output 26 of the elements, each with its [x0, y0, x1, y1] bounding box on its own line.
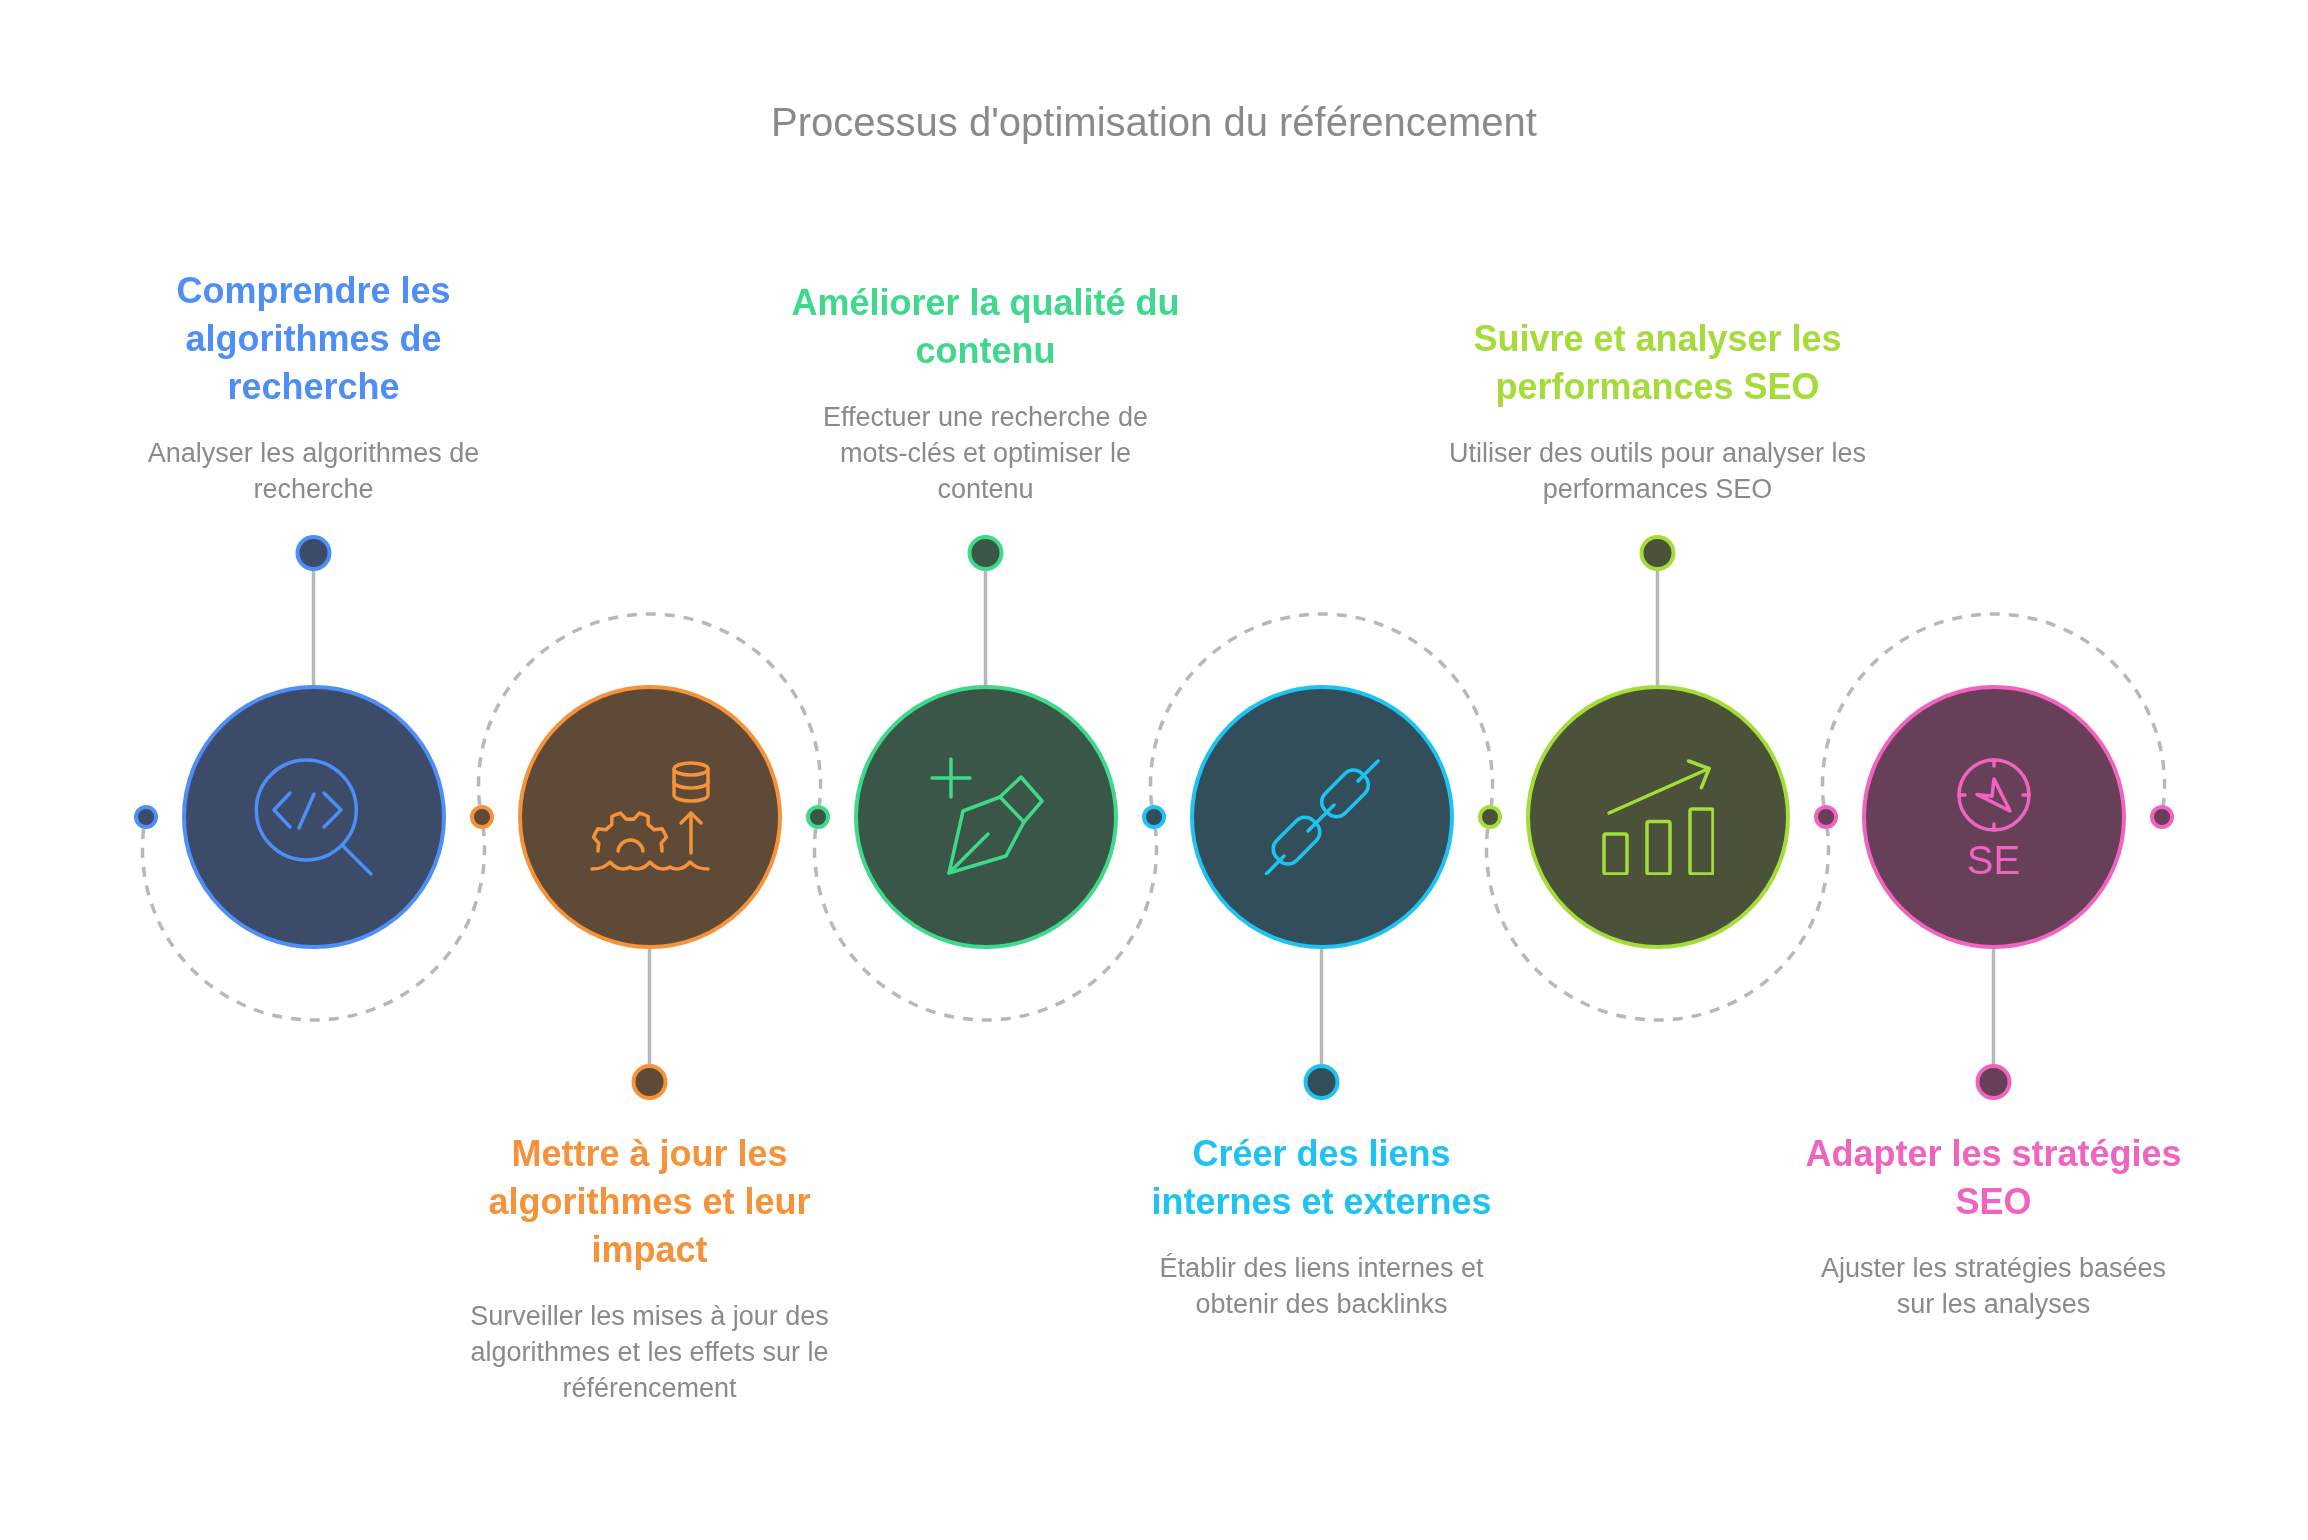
- dashed-arc-connector: [476, 612, 823, 806]
- leader-line: [631, 949, 668, 1100]
- leader-line: [1639, 535, 1676, 685]
- step-description: Utiliser des outils pour analyser les performances SEO: [1447, 437, 1868, 506]
- leader-line: [1303, 949, 1340, 1100]
- dashed-arc-connector: [1148, 612, 1495, 806]
- circle-label: SE: [1966, 840, 2021, 880]
- step-description: Établir des liens internes et obtenir des backlinks: [1158, 1252, 1485, 1321]
- dashed-arc-connector: [812, 828, 1159, 1022]
- step-heading: Mettre à jour les algorithmes et leur impact: [487, 1132, 812, 1272]
- step-heading: Suivre et analyser les performances SEO: [1472, 317, 1843, 409]
- step-heading: Comprendre les algorithmes de recherche: [175, 269, 452, 409]
- diagram-title: Processus d'optimisation du référencement: [771, 99, 1537, 146]
- step-heading: Améliorer la qualité du contenu: [790, 281, 1181, 373]
- step-description: Effectuer une recherche de mots-clés et optimiser le contenu: [821, 401, 1150, 506]
- step-description: Surveiller les mises à jour des algorithmes et les effets sur le référencement: [469, 1300, 830, 1405]
- dashed-arc-connector: [140, 828, 487, 1022]
- step-heading: Adapter les stratégies SEO: [1804, 1132, 2183, 1224]
- step-description: Analyser les algorithmes de recherche: [146, 437, 481, 506]
- step-heading: Créer des liens internes et externes: [1150, 1132, 1493, 1224]
- leader-line: [967, 535, 1004, 685]
- leader-line: [1975, 949, 2012, 1100]
- leader-line: [295, 535, 332, 685]
- step-description: Ajuster les stratégies basées sur les analyses: [1819, 1252, 2168, 1321]
- dashed-arc-connector: [1484, 828, 1831, 1022]
- dashed-arc-connector: [1820, 612, 2167, 806]
